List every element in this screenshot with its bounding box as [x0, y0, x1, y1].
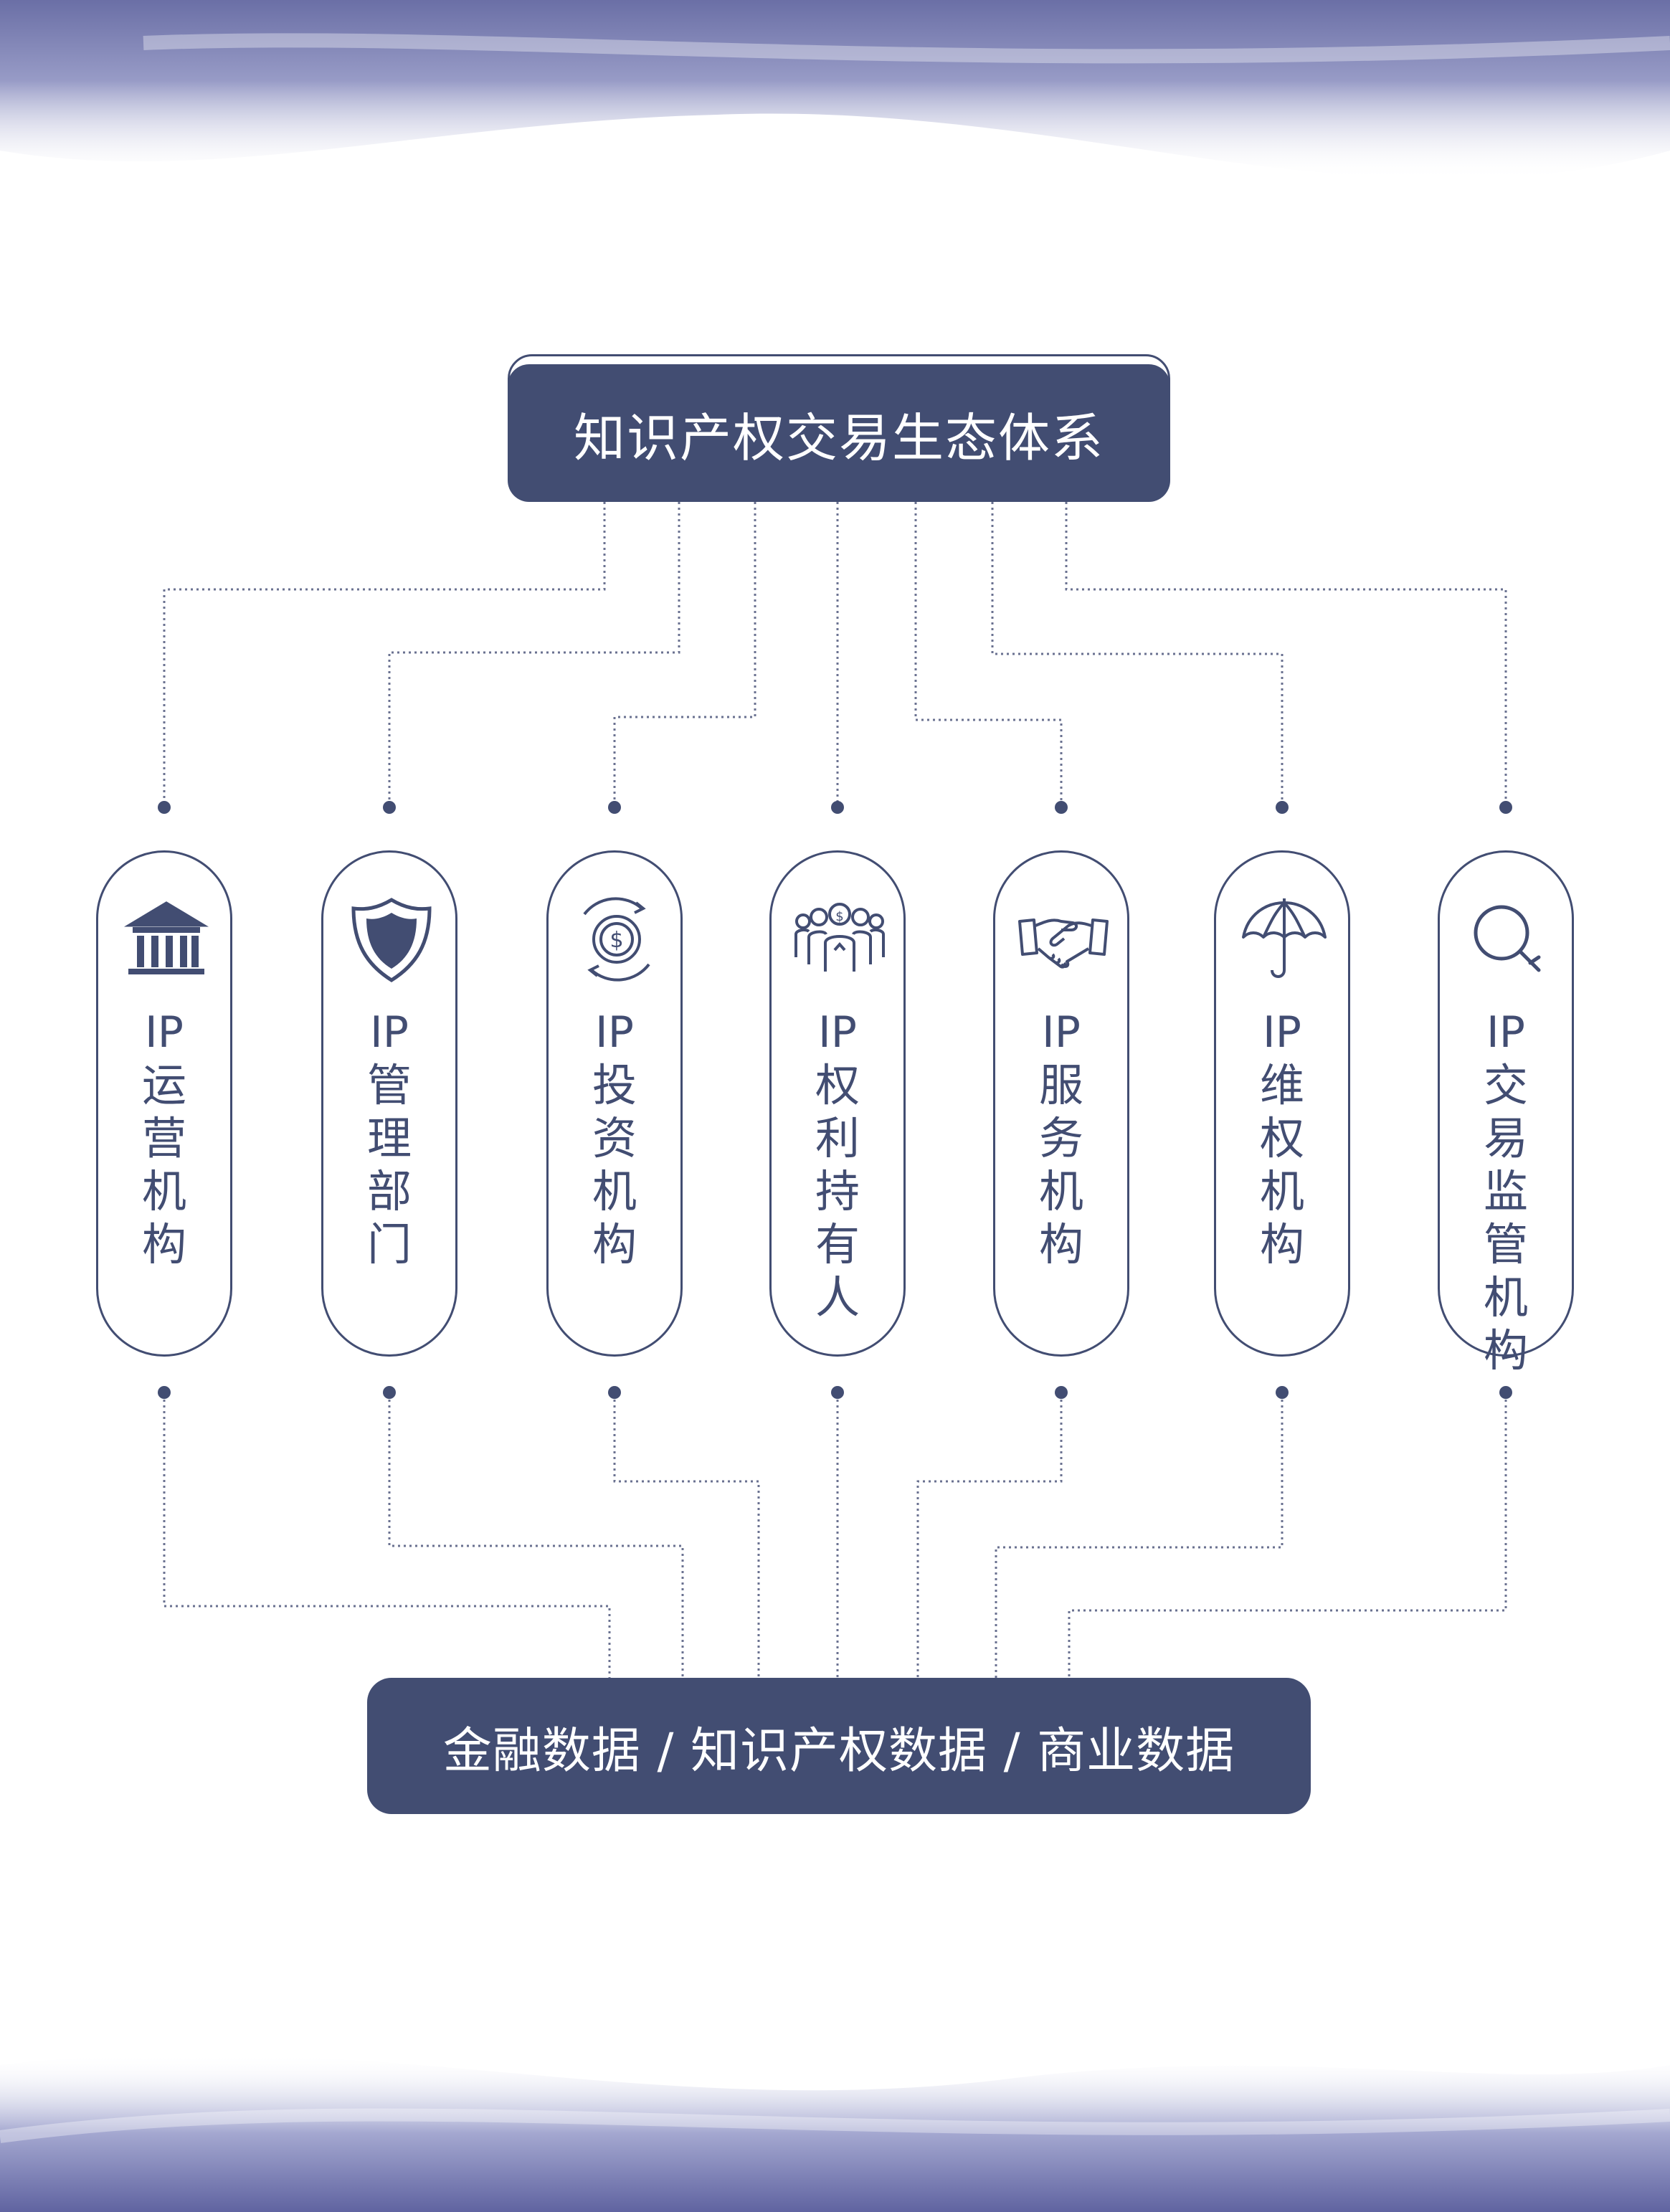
node-name-char: 务 [1038, 1112, 1083, 1164]
bank-icon [120, 893, 213, 986]
connector-line [613, 502, 756, 803]
node-name-char: 资 [592, 1112, 637, 1164]
connector-dot [158, 1386, 171, 1399]
node-name-char: 机 [1483, 1271, 1528, 1324]
connector-dot [383, 801, 396, 814]
node-name-char: 权 [815, 1059, 860, 1111]
node-prefix: IP [145, 1007, 184, 1058]
node-name-char: 运 [141, 1059, 186, 1111]
node-name-char: 利 [815, 1112, 860, 1164]
umbrella-icon [1238, 893, 1331, 986]
node-name-char: 投 [592, 1059, 637, 1111]
node-name-char: 人 [815, 1271, 860, 1324]
connector-dot [1055, 1386, 1068, 1399]
shield-icon [345, 893, 438, 986]
node-name-char: 管 [366, 1059, 412, 1111]
node-name-char: 门 [366, 1218, 412, 1271]
node-name-char: 部 [366, 1165, 412, 1217]
magnifier-icon [1461, 893, 1555, 986]
people-coin-icon: $ [793, 893, 886, 986]
connector-line [613, 1400, 760, 1678]
node-name-char: 交 [1483, 1059, 1528, 1111]
node-name-char: 机 [141, 1165, 186, 1217]
connector-dot [1499, 801, 1512, 814]
node-name-char: 易 [1483, 1112, 1528, 1164]
connector-line [388, 502, 680, 803]
node-name-char: 构 [1259, 1218, 1304, 1271]
connector-dot [831, 1386, 844, 1399]
node-name-char: 维 [1259, 1059, 1304, 1111]
connector-line [163, 502, 606, 803]
connector-line [914, 502, 1063, 803]
connector-dot [1499, 1386, 1512, 1399]
node-prefix: IP [595, 1007, 634, 1058]
svg-text:$: $ [609, 928, 623, 953]
node-name-char: 监 [1483, 1165, 1528, 1217]
node-name-char: 管 [1483, 1218, 1528, 1271]
connector-dot [383, 1386, 396, 1399]
node-name-char: 持 [815, 1165, 860, 1217]
node-name-char: 营 [141, 1112, 186, 1164]
node-prefix: IP [1486, 1007, 1525, 1058]
ecosystem-title: 知识产权交易生态体系 [508, 364, 1170, 502]
connector-dot [831, 801, 844, 814]
connector-line [1065, 502, 1507, 803]
connector-dot [1276, 801, 1289, 814]
connector-line [388, 1400, 684, 1678]
connector-line [991, 502, 1284, 803]
node-name-char: 机 [1038, 1165, 1083, 1217]
investment-cycle-icon: $ [570, 893, 663, 986]
node-name-char: 构 [592, 1218, 637, 1271]
node-prefix: IP [1263, 1007, 1301, 1058]
connector-dot [608, 801, 621, 814]
svg-text:$: $ [835, 909, 843, 924]
node-name-char: 机 [1259, 1165, 1304, 1217]
node-name-char: 构 [1483, 1324, 1528, 1377]
node-name-char: 机 [592, 1165, 637, 1217]
connector-line [995, 1400, 1284, 1678]
node-name-char: 权 [1259, 1112, 1304, 1164]
data-foundation-label: 金融数据 / 知识产权数据 / 商业数据 [367, 1678, 1311, 1814]
node-prefix: IP [1042, 1007, 1081, 1058]
node-name-char: 构 [1038, 1218, 1083, 1271]
connector-line [1068, 1400, 1507, 1678]
node-name-char: 有 [815, 1218, 860, 1271]
node-name-char: 理 [366, 1112, 412, 1164]
connector-line [916, 1400, 1063, 1678]
connector-dot [158, 801, 171, 814]
node-prefix: IP [370, 1007, 409, 1058]
node-name-char: 服 [1038, 1059, 1083, 1111]
handshake-icon [1017, 893, 1110, 986]
connector-dot [1055, 801, 1068, 814]
node-prefix: IP [818, 1007, 857, 1058]
connector-dot [608, 1386, 621, 1399]
connector-line [163, 1400, 611, 1678]
node-name-char: 构 [141, 1218, 186, 1271]
connector-dot [1276, 1386, 1289, 1399]
